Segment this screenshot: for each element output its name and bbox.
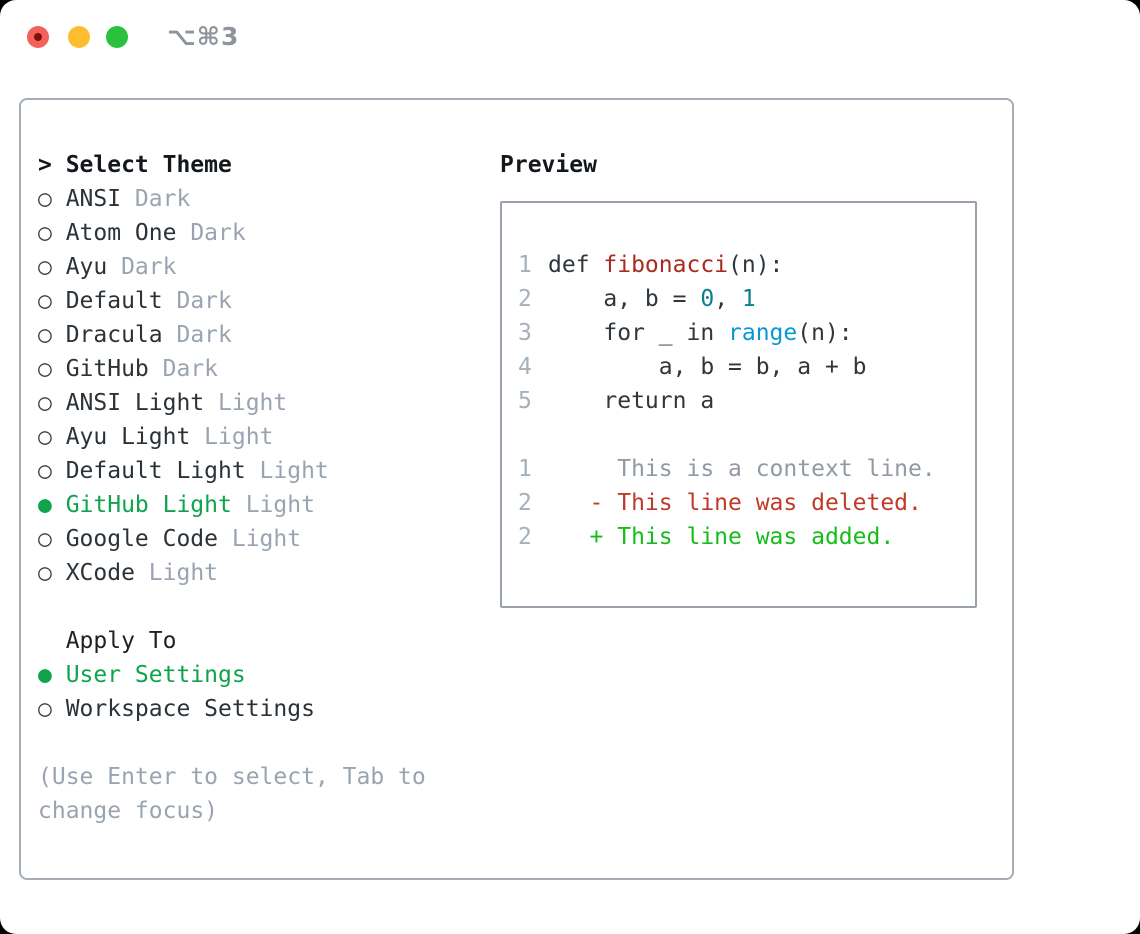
traffic-light-minimize-button[interactable]: [68, 26, 90, 48]
line-number: 1: [518, 252, 532, 278]
radio-icon: ○: [38, 458, 52, 484]
traffic-light-close-button[interactable]: [27, 26, 49, 48]
radio-icon: ○: [38, 322, 52, 348]
diff-line-deleted: 2 - This line was deleted.: [518, 486, 975, 520]
radio-icon: ○: [38, 220, 52, 246]
radio-icon: ○: [38, 696, 52, 722]
radio-selected-icon: ●: [38, 662, 52, 688]
help-text-line-2: change focus): [38, 798, 219, 824]
diff-line-context: 1 This is a context line.: [518, 452, 975, 486]
radio-icon: ○: [38, 560, 52, 586]
radio-icon: ○: [38, 288, 52, 314]
radio-icon: ○: [38, 356, 52, 382]
apply-to-heading: Apply To: [65, 628, 177, 654]
line-number: 2: [518, 490, 532, 516]
select-theme-heading-label: Select Theme: [65, 152, 232, 178]
line-number: 4: [518, 354, 532, 380]
diff-line-added: 2 + This line was added.: [518, 520, 975, 554]
code-line: 4 a, b = b, a + b: [518, 350, 975, 384]
line-number: 3: [518, 320, 532, 346]
line-number: 2: [518, 286, 532, 312]
radio-icon: ○: [38, 390, 52, 416]
apply-option-workspace-settings[interactable]: ○Workspace Settings: [38, 692, 426, 726]
code-line: 2 a, b = 0, 1: [518, 282, 975, 316]
titlebar: ⌥⌘3: [0, 0, 1140, 74]
code-line: 5 return a: [518, 384, 975, 418]
line-number: 2: [518, 524, 532, 550]
help-text-line-1: (Use Enter to select, Tab to: [38, 764, 426, 790]
apply-option-user-settings[interactable]: ●User Settings: [38, 658, 426, 692]
focus-caret-icon: >: [38, 152, 52, 178]
spacer: [518, 418, 975, 452]
radio-icon: ○: [38, 186, 52, 212]
code-line: 3 for _ in range(n):: [518, 316, 975, 350]
select-theme-heading: > Select Theme: [38, 148, 426, 182]
line-number: 5: [518, 388, 532, 414]
radio-icon: ○: [38, 254, 52, 280]
traffic-light-zoom-button[interactable]: [106, 26, 128, 48]
unsaved-dot-icon: [34, 33, 42, 41]
spacer: [38, 726, 426, 760]
line-number: 1: [518, 456, 532, 482]
radio-icon: ○: [38, 424, 52, 450]
radio-icon: ○: [38, 526, 52, 552]
preview-heading: Preview: [500, 152, 597, 178]
window-shortcut-label: ⌥⌘3: [167, 22, 240, 51]
radio-selected-icon: ●: [38, 492, 52, 518]
spacer: [38, 590, 426, 624]
